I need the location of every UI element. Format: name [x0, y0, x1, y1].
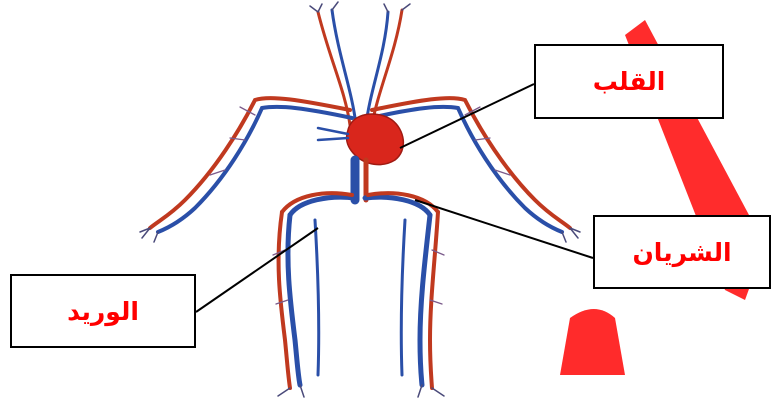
artery-label: الشريان: [632, 238, 731, 267]
artery-label-box: الشريان: [593, 215, 771, 289]
heart-label-box: القلب: [534, 44, 724, 119]
heart-leader-line: [400, 84, 534, 148]
vein-label-box: الوريد: [10, 274, 196, 348]
artery-leader-line: [415, 200, 593, 258]
body-vessel-network: [140, 2, 580, 397]
vein-leader-line: [196, 228, 318, 312]
vein-label: الوريد: [67, 297, 139, 326]
heart-label: القلب: [593, 67, 666, 96]
